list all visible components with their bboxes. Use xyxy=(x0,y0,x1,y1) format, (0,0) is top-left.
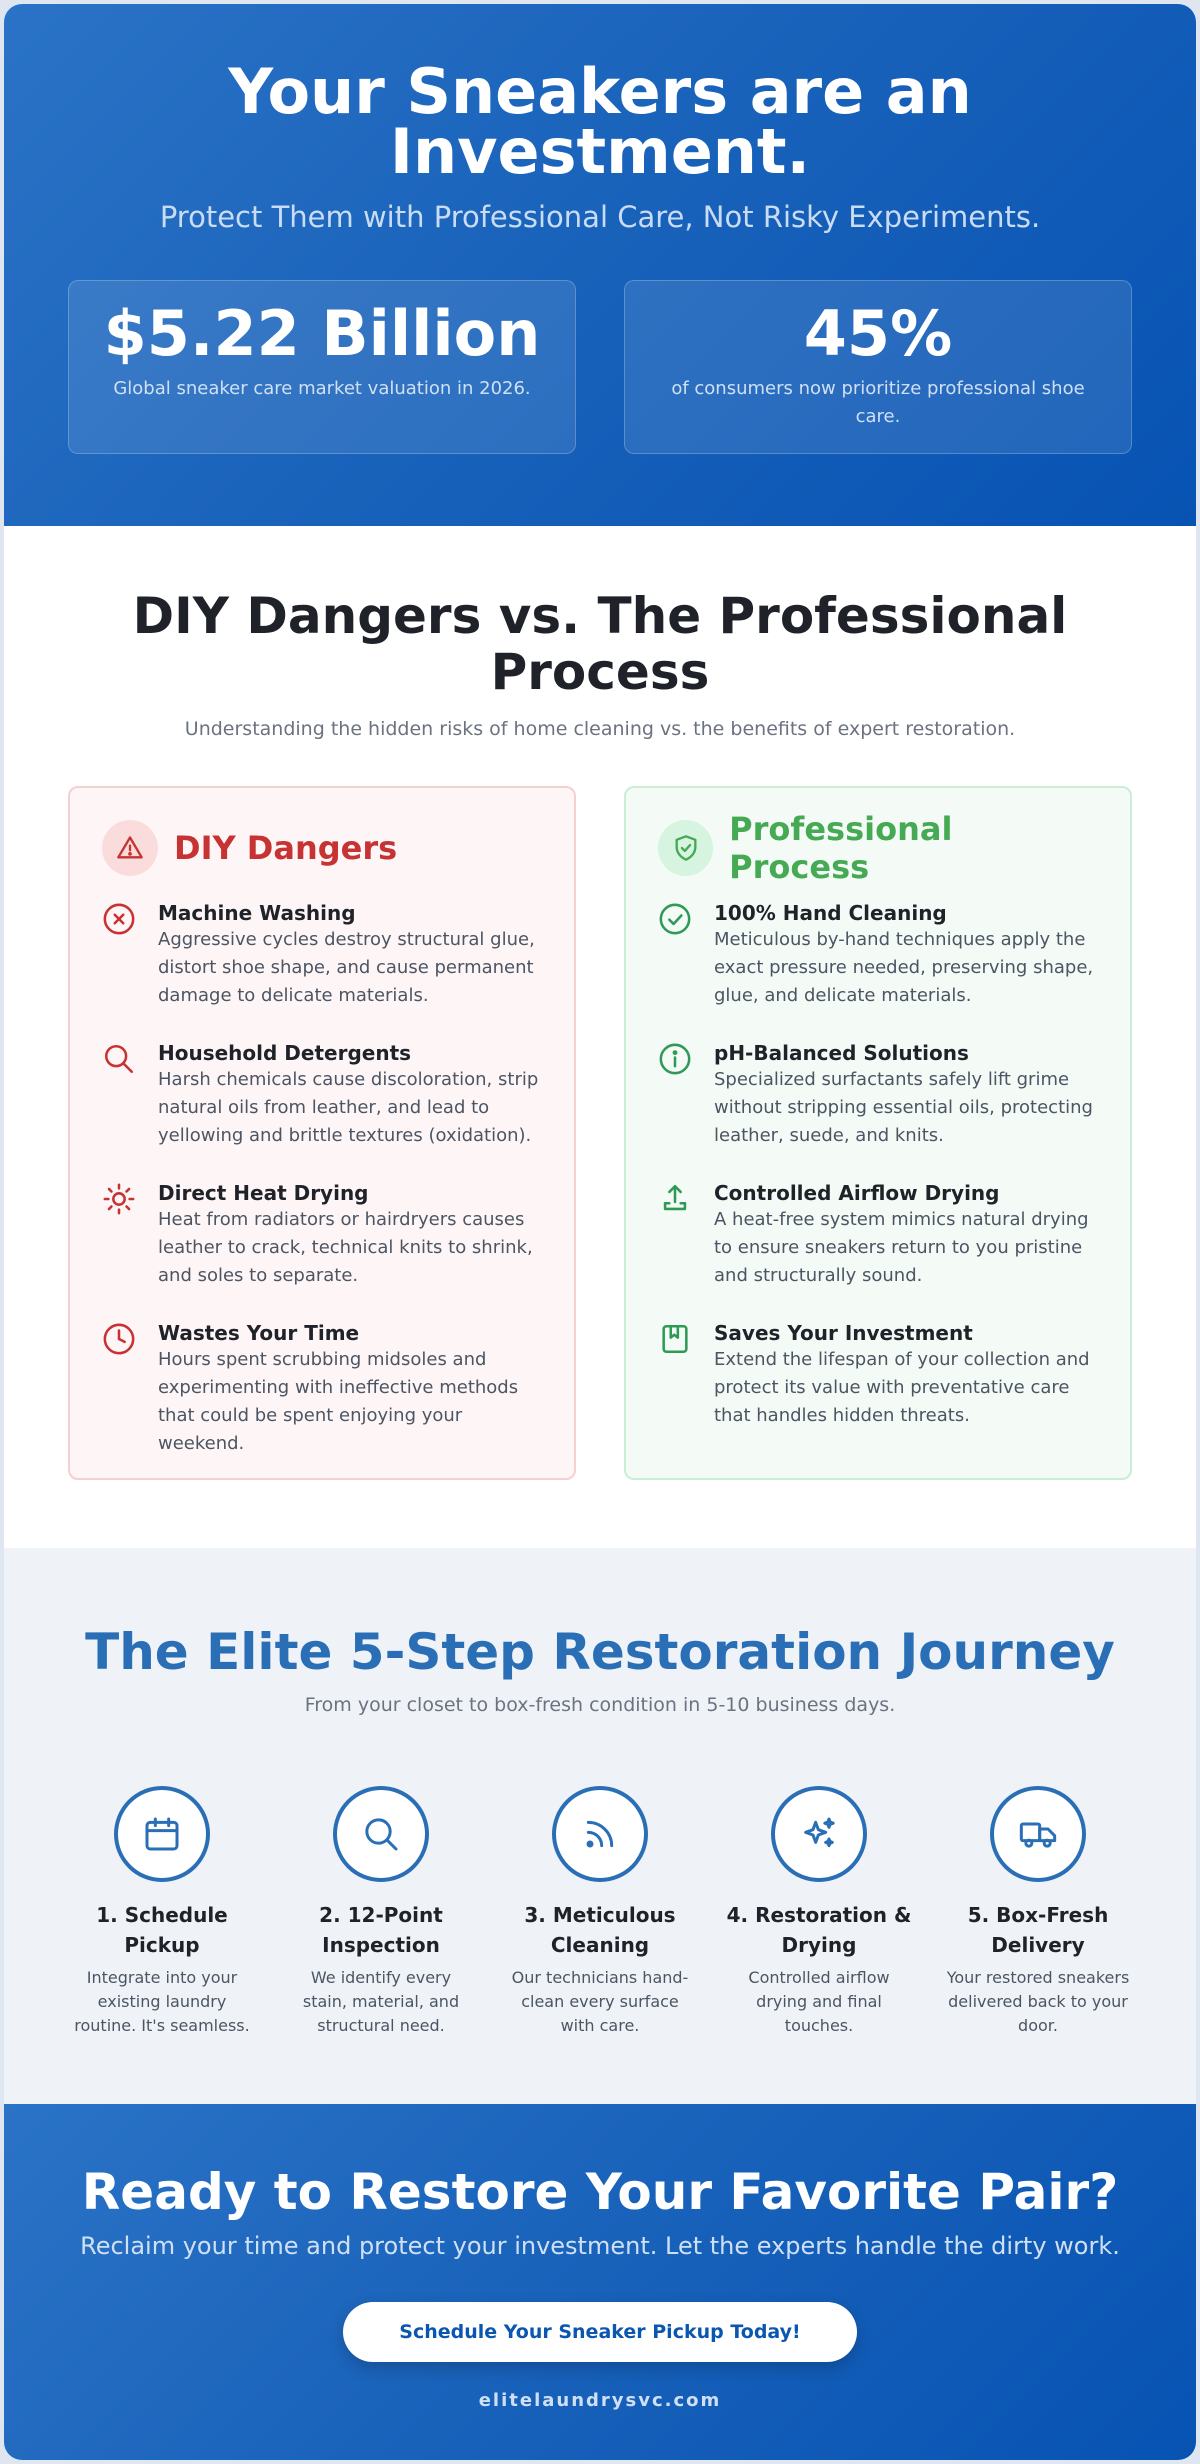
professional-process-card: Professional Process 100% Hand Cleaning … xyxy=(624,786,1132,1480)
step-title: 1. Schedule Pickup xyxy=(96,1903,228,1957)
truck-icon xyxy=(990,1786,1086,1882)
comparison-cards: DIY Dangers Machine Washing Aggressive c… xyxy=(4,786,1196,1480)
cta-subtitle: Reclaim your time and protect your inves… xyxy=(80,2232,1120,2260)
comparison-title: DIY Dangers vs. The Professional Process xyxy=(132,587,1068,701)
stat-value: $5.22 Billion xyxy=(103,297,541,370)
shield-check-icon xyxy=(658,820,714,876)
step-cleaning: 3. Meticulous Cleaning Our technicians h… xyxy=(506,1786,694,2038)
hero-section: Your Sneakers are an Investment. Protect… xyxy=(4,4,1196,526)
comparison-section: DIY Dangers vs. The Professional Process… xyxy=(4,526,1196,1548)
card-title: Professional Process xyxy=(729,810,953,886)
diy-dangers-card: DIY Dangers Machine Washing Aggressive c… xyxy=(68,786,576,1480)
item-title: Controlled Airflow Drying xyxy=(714,1181,1000,1205)
journey-section: The Elite 5-Step Restoration Journey Fro… xyxy=(4,1548,1196,2104)
step-delivery: 5. Box-Fresh Delivery Your restored snea… xyxy=(944,1786,1132,2038)
item-title: 100% Hand Cleaning xyxy=(714,901,947,925)
stats-row: $5.22 Billion Global sneaker care market… xyxy=(4,280,1196,454)
stat-label: of consumers now prioritize professional… xyxy=(671,378,1085,427)
stat-value: 45% xyxy=(803,297,953,370)
item-description: Meticulous by-hand techniques apply the … xyxy=(714,929,1094,1006)
cta-section: Ready to Restore Your Favorite Pair? Rec… xyxy=(4,2104,1196,2460)
item-description: Heat from radiators or hairdryers causes… xyxy=(158,1209,533,1286)
step-description: Our technicians hand-clean every surface… xyxy=(511,1968,689,2035)
list-item: Machine Washing Aggressive cycles destro… xyxy=(102,900,542,1010)
step-restoration: 4. Restoration & Drying Controlled airfl… xyxy=(725,1786,913,2038)
list-item: Controlled Airflow Drying A heat-free sy… xyxy=(658,1180,1098,1290)
magnifier-icon xyxy=(102,1040,142,1150)
item-description: Aggressive cycles destroy structural glu… xyxy=(158,929,535,1006)
step-title: 5. Box-Fresh Delivery xyxy=(967,1903,1109,1957)
card-header: DIY Dangers xyxy=(102,820,542,876)
infographic-page: Your Sneakers are an Investment. Protect… xyxy=(4,4,1196,2460)
warning-triangle-icon xyxy=(102,820,158,876)
list-item: 100% Hand Cleaning Meticulous by-hand te… xyxy=(658,900,1098,1010)
step-description: Your restored sneakers delivered back to… xyxy=(946,1968,1130,2035)
item-description: A heat-free system mimics natural drying… xyxy=(714,1209,1089,1286)
stat-card-consumers: 45% of consumers now prioritize professi… xyxy=(624,280,1132,454)
item-description: Harsh chemicals cause discoloration, str… xyxy=(158,1069,539,1146)
list-item: Wastes Your Time Hours spent scrubbing m… xyxy=(102,1320,542,1458)
step-title: 4. Restoration & Drying xyxy=(726,1903,912,1957)
stat-card-market: $5.22 Billion Global sneaker care market… xyxy=(68,280,576,454)
bookmark-book-icon xyxy=(658,1320,698,1430)
item-title: Machine Washing xyxy=(158,901,356,925)
search-icon xyxy=(333,1786,429,1882)
hero-title: Your Sneakers are an Investment. xyxy=(228,55,972,188)
info-circle-icon xyxy=(658,1040,698,1150)
steps-row: 1. Schedule Pickup Integrate into your e… xyxy=(4,1786,1196,2038)
x-circle-icon xyxy=(102,900,142,1010)
journey-title: The Elite 5-Step Restoration Journey xyxy=(85,1623,1115,1681)
schedule-pickup-button[interactable]: Schedule Your Sneaker Pickup Today! xyxy=(343,2302,857,2362)
card-title: DIY Dangers xyxy=(174,829,398,867)
item-title: Direct Heat Drying xyxy=(158,1181,369,1205)
step-title: 2. 12-Point Inspection xyxy=(319,1903,443,1957)
sparkles-icon xyxy=(771,1786,867,1882)
check-circle-icon xyxy=(658,900,698,1010)
list-item: pH-Balanced Solutions Specialized surfac… xyxy=(658,1040,1098,1150)
item-title: pH-Balanced Solutions xyxy=(714,1041,969,1065)
signal-icon xyxy=(552,1786,648,1882)
step-inspection: 2. 12-Point Inspection We identify every… xyxy=(287,1786,475,2038)
step-schedule-pickup: 1. Schedule Pickup Integrate into your e… xyxy=(68,1786,256,2038)
calendar-icon xyxy=(114,1786,210,1882)
list-item: Direct Heat Drying Heat from radiators o… xyxy=(102,1180,542,1290)
step-description: Controlled airflow drying and final touc… xyxy=(748,1968,890,2035)
step-title: 3. Meticulous Cleaning xyxy=(524,1903,676,1957)
step-description: Integrate into your existing laundry rou… xyxy=(74,1968,250,2035)
item-description: Specialized surfactants safely lift grim… xyxy=(714,1069,1093,1146)
list-item: Household Detergents Harsh chemicals cau… xyxy=(102,1040,542,1150)
website-link[interactable]: elitelaundrysvc.com xyxy=(478,2390,722,2411)
item-title: Wastes Your Time xyxy=(158,1321,360,1345)
sun-icon xyxy=(102,1180,142,1290)
step-description: We identify every stain, material, and s… xyxy=(302,1968,460,2035)
cta-title: Ready to Restore Your Favorite Pair? xyxy=(81,2163,1119,2221)
comparison-subtitle: Understanding the hidden risks of home c… xyxy=(184,718,1016,740)
clock-icon xyxy=(102,1320,142,1458)
item-title: Household Detergents xyxy=(158,1041,412,1065)
journey-subtitle: From your closet to box-fresh condition … xyxy=(304,1694,896,1716)
item-title: Saves Your Investment xyxy=(714,1321,973,1345)
list-item: Saves Your Investment Extend the lifespa… xyxy=(658,1320,1098,1430)
hero-subtitle: Protect Them with Professional Care, Not… xyxy=(159,200,1041,234)
item-description: Hours spent scrubbing midsoles and exper… xyxy=(158,1349,519,1454)
upload-icon xyxy=(658,1180,698,1290)
card-header: Professional Process xyxy=(658,810,1098,886)
stat-label: Global sneaker care market valuation in … xyxy=(113,378,531,399)
item-description: Extend the lifespan of your collection a… xyxy=(714,1349,1090,1426)
